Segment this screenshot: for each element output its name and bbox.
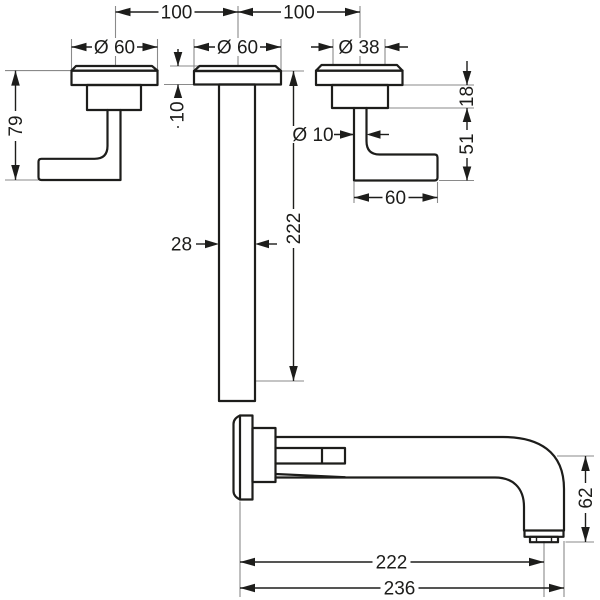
left-handle-front-view [37, 64, 159, 182]
right-handle-front-view [314, 63, 439, 182]
label-left-handle-height: 79 [6, 115, 27, 136]
right-handle-sleeve [330, 83, 390, 110]
spout-pipe [217, 83, 257, 403]
aerator-notches [535, 536, 553, 543]
label-spout-pipe-length: 222 [284, 213, 305, 245]
label-right-escutcheon-diameter: Ø 38 [338, 38, 379, 59]
spout-arm-inner [274, 476, 526, 532]
dim-handle-spacing [115, 7, 360, 17]
label-backgrounds [6, 3, 595, 597]
extension-lines [5, 6, 594, 597]
label-right-handle-length: 60 [385, 188, 406, 209]
spout-arm-outer [274, 435, 566, 532]
dim-right-escutcheon-diameter [311, 42, 408, 52]
dim-spout-pipe-width [196, 239, 277, 249]
supply-connector [274, 446, 347, 465]
spout-arm-taper-line [274, 472, 347, 479]
label-spout-reach-to-aerator: 222 [376, 553, 408, 574]
label-right-escutcheon-offset: 18 [457, 86, 478, 107]
label-center-escutcheon-depth: 10 [168, 101, 189, 122]
left-handle-lever [37, 108, 122, 182]
side-sleeve [251, 426, 277, 484]
dim-handle-stem-diameter [334, 130, 389, 139]
spout-escutcheon-body [192, 69, 283, 86]
right-handle-lever [352, 106, 439, 182]
label-handle-spacing-left: 100 [161, 3, 193, 24]
label-left-escutcheon-diameter: Ø 60 [94, 38, 135, 59]
label-spout-pipe-width: 28 [171, 235, 192, 256]
side-escutcheon [232, 414, 254, 501]
aerator-body [528, 535, 560, 544]
label-center-escutcheon-diameter: Ø 60 [217, 38, 258, 59]
spout-front-view [192, 64, 283, 403]
label-right-handle-drop: 51 [457, 133, 478, 154]
dimension-labels: 100 100 Ø 60 Ø 60 Ø 38 79 10 18 51 60 Ø … [6, 3, 597, 600]
dim-right-escutcheon-offset [462, 61, 472, 85]
left-escutcheon-body [70, 69, 159, 87]
right-escutcheon-body [314, 69, 404, 87]
label-spout-drop-height: 62 [576, 487, 597, 508]
label-handle-stem-diameter: Ø 10 [292, 125, 333, 146]
left-handle-sleeve [85, 83, 143, 112]
spout-side-view [232, 414, 566, 544]
label-handle-spacing-right: 100 [283, 3, 315, 24]
label-spout-total-reach: 236 [384, 579, 416, 600]
